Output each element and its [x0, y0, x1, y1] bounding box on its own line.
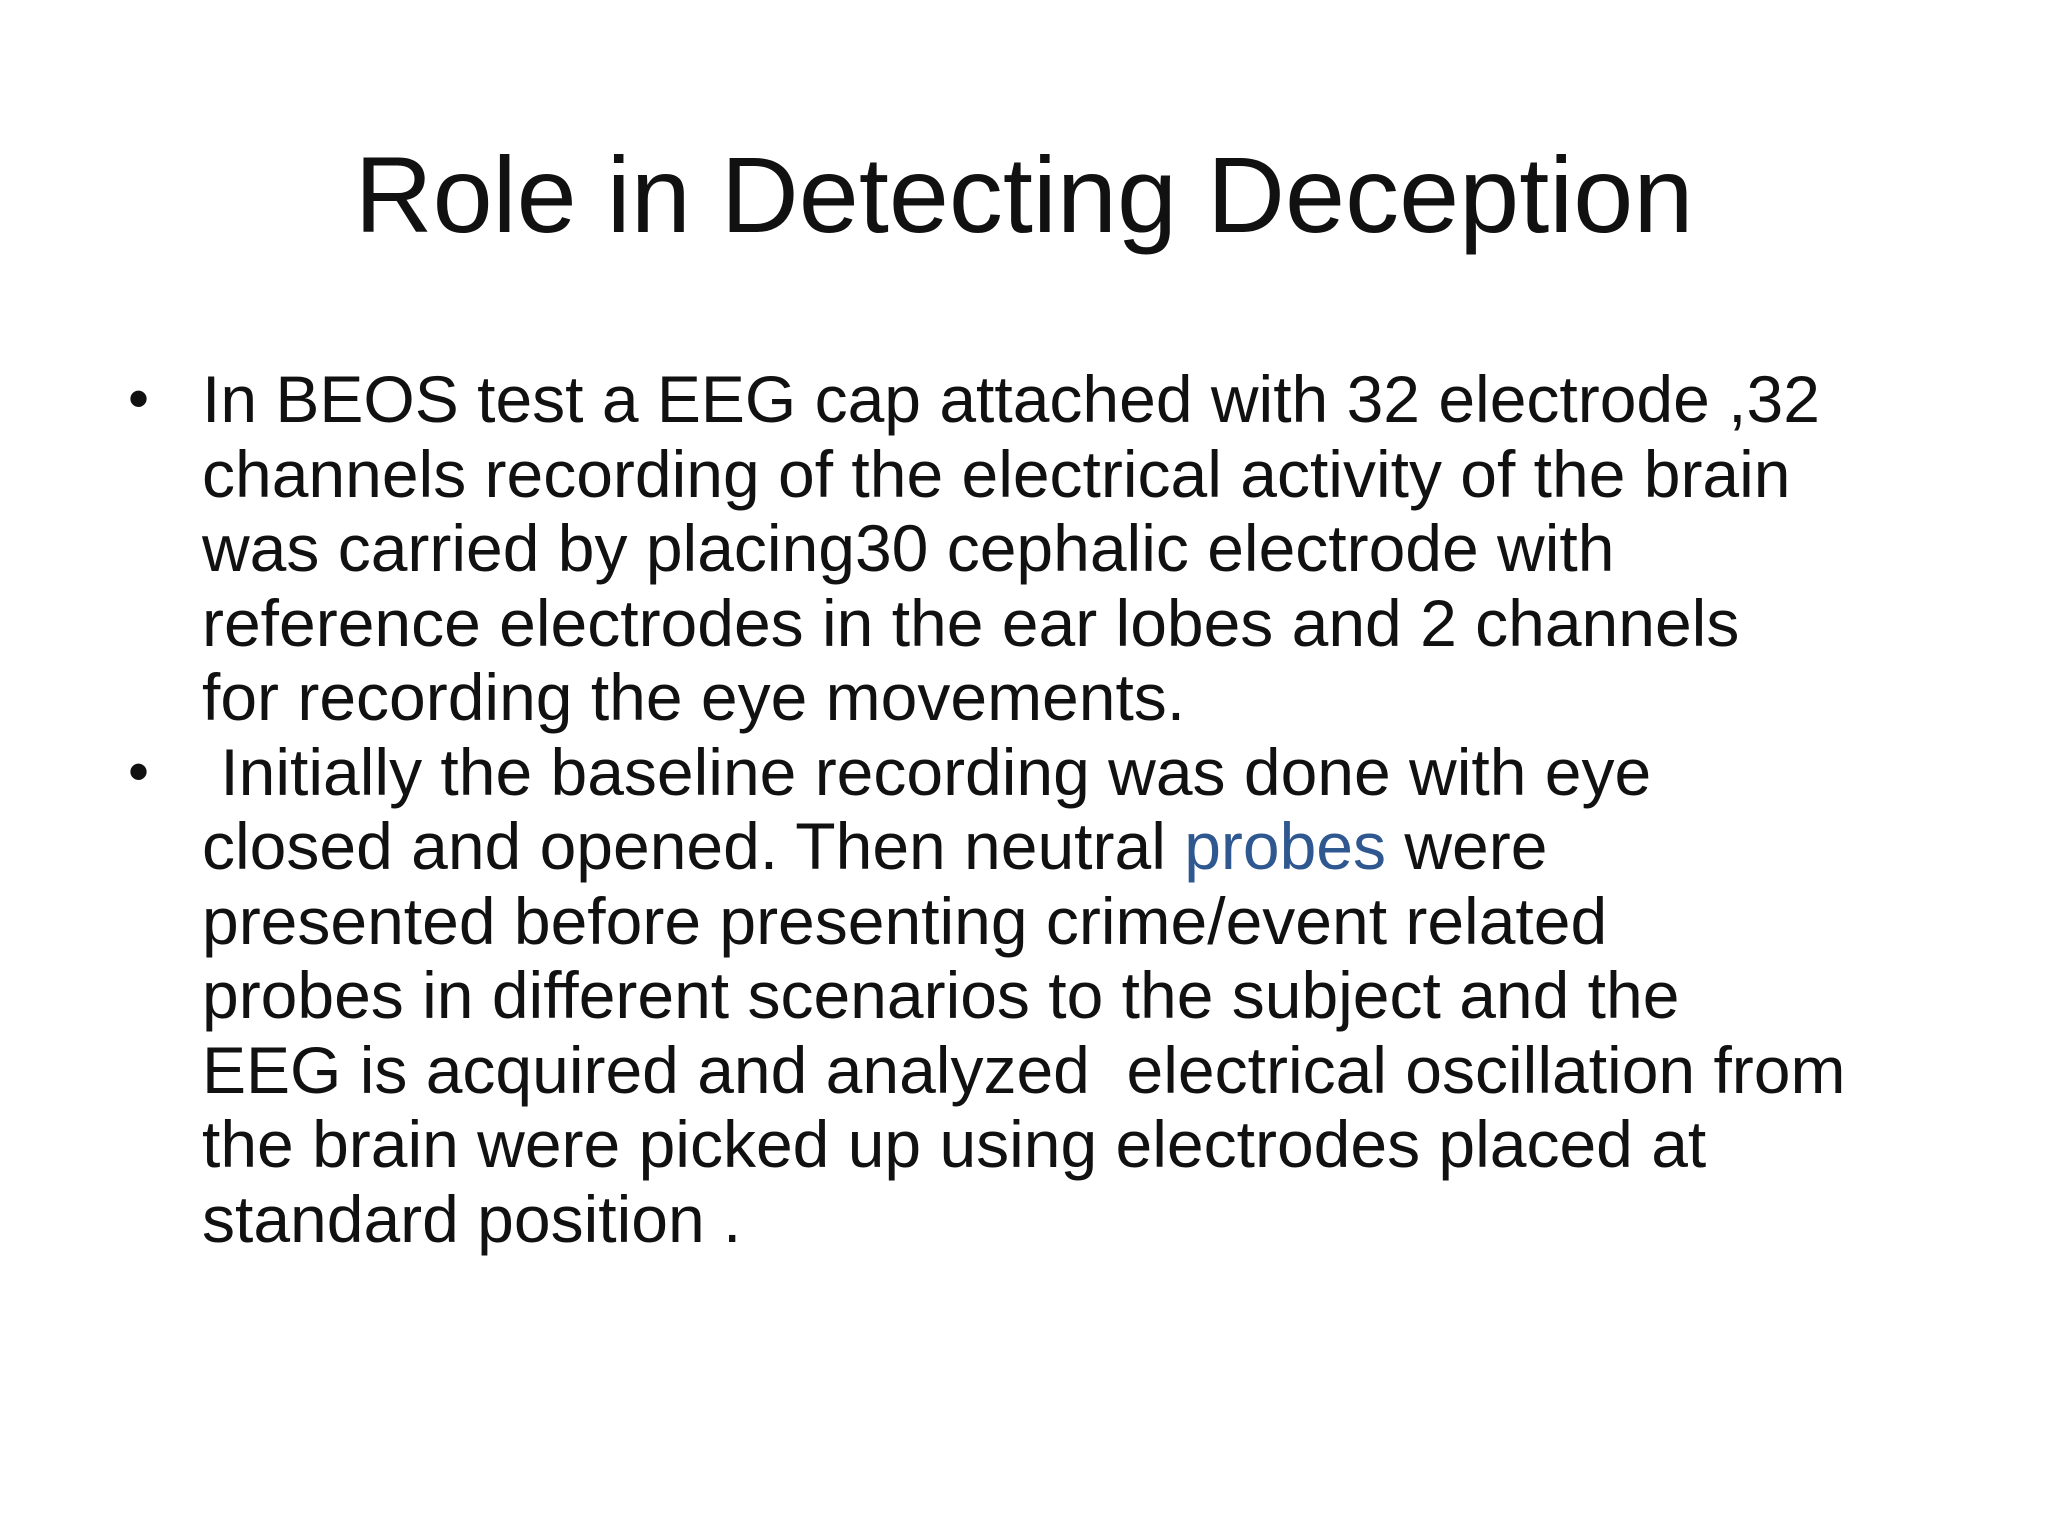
bullet-2-line-1: Initially the baseline recording was don…	[202, 734, 1652, 809]
probes-link[interactable]: probes	[1184, 809, 1387, 883]
bullet-2-line-4: probes in different scenarios to the sub…	[202, 958, 1680, 1032]
bullet-2-line-2: closed and opened. Then neutral probes w…	[202, 809, 1990, 884]
bullet-2-line-3: presented before presenting crime/event …	[202, 883, 1608, 958]
slide-title: Role in Detecting Deception	[354, 134, 1694, 255]
bullet-1-line-4: reference electrodes in the ear lobes an…	[202, 585, 1740, 660]
bullet-2-line-5: EEG is acquired and analyzed electrical …	[202, 1032, 1846, 1107]
bullet-2-line-2-tail: were	[1386, 809, 1548, 883]
bullet-item-1: • In BEOS test a EEG cap attached with 3…	[120, 362, 1990, 735]
bullet-2-line-6: the brain were picked up using electrode…	[202, 1107, 1707, 1181]
bullet-item-2: • Initially the baseline recording was d…	[120, 735, 1990, 1257]
bullet-1-line-1: In BEOS test a EEG cap attached with 32 …	[202, 362, 1820, 436]
bullet-1-line-2: channels recording of the electrical act…	[202, 436, 1791, 511]
bullet-2-line-7: standard position .	[202, 1181, 742, 1256]
bullet-list: • In BEOS test a EEG cap attached with 3…	[120, 362, 1990, 1256]
bullet-2-line-2-text: closed and opened. Then neutral	[202, 809, 1185, 883]
bullet-1-line-5: for recording the eye movements.	[202, 660, 1186, 734]
bullet-dot-icon: •	[128, 737, 150, 805]
bullet-1-line-3: was carried by placing30 cephalic electr…	[202, 511, 1615, 585]
bullet-dot-icon: •	[128, 365, 150, 432]
